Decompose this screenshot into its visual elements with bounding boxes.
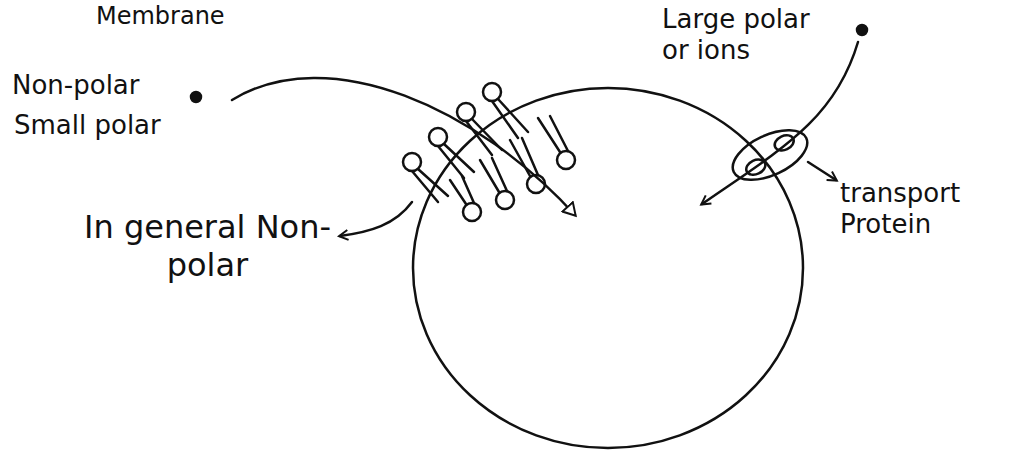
diffusion-arrow [232, 78, 575, 215]
molecule-label: Non-polar [12, 70, 192, 101]
molecule-label: Large polar or ions [662, 4, 842, 66]
molecule-label: Small polar [14, 110, 214, 141]
molecule-dot [857, 25, 867, 35]
leader-arrow [340, 202, 412, 236]
part-label: transport Protein [840, 178, 1008, 240]
cell-outline [413, 88, 803, 448]
leader-arrow [808, 162, 836, 180]
note-label: In general Non-polar [80, 208, 335, 285]
molecule-dot [191, 92, 201, 102]
transport-arrow [702, 42, 858, 204]
phospholipid-layer [450, 116, 575, 221]
title-label: Membrane [96, 2, 296, 31]
